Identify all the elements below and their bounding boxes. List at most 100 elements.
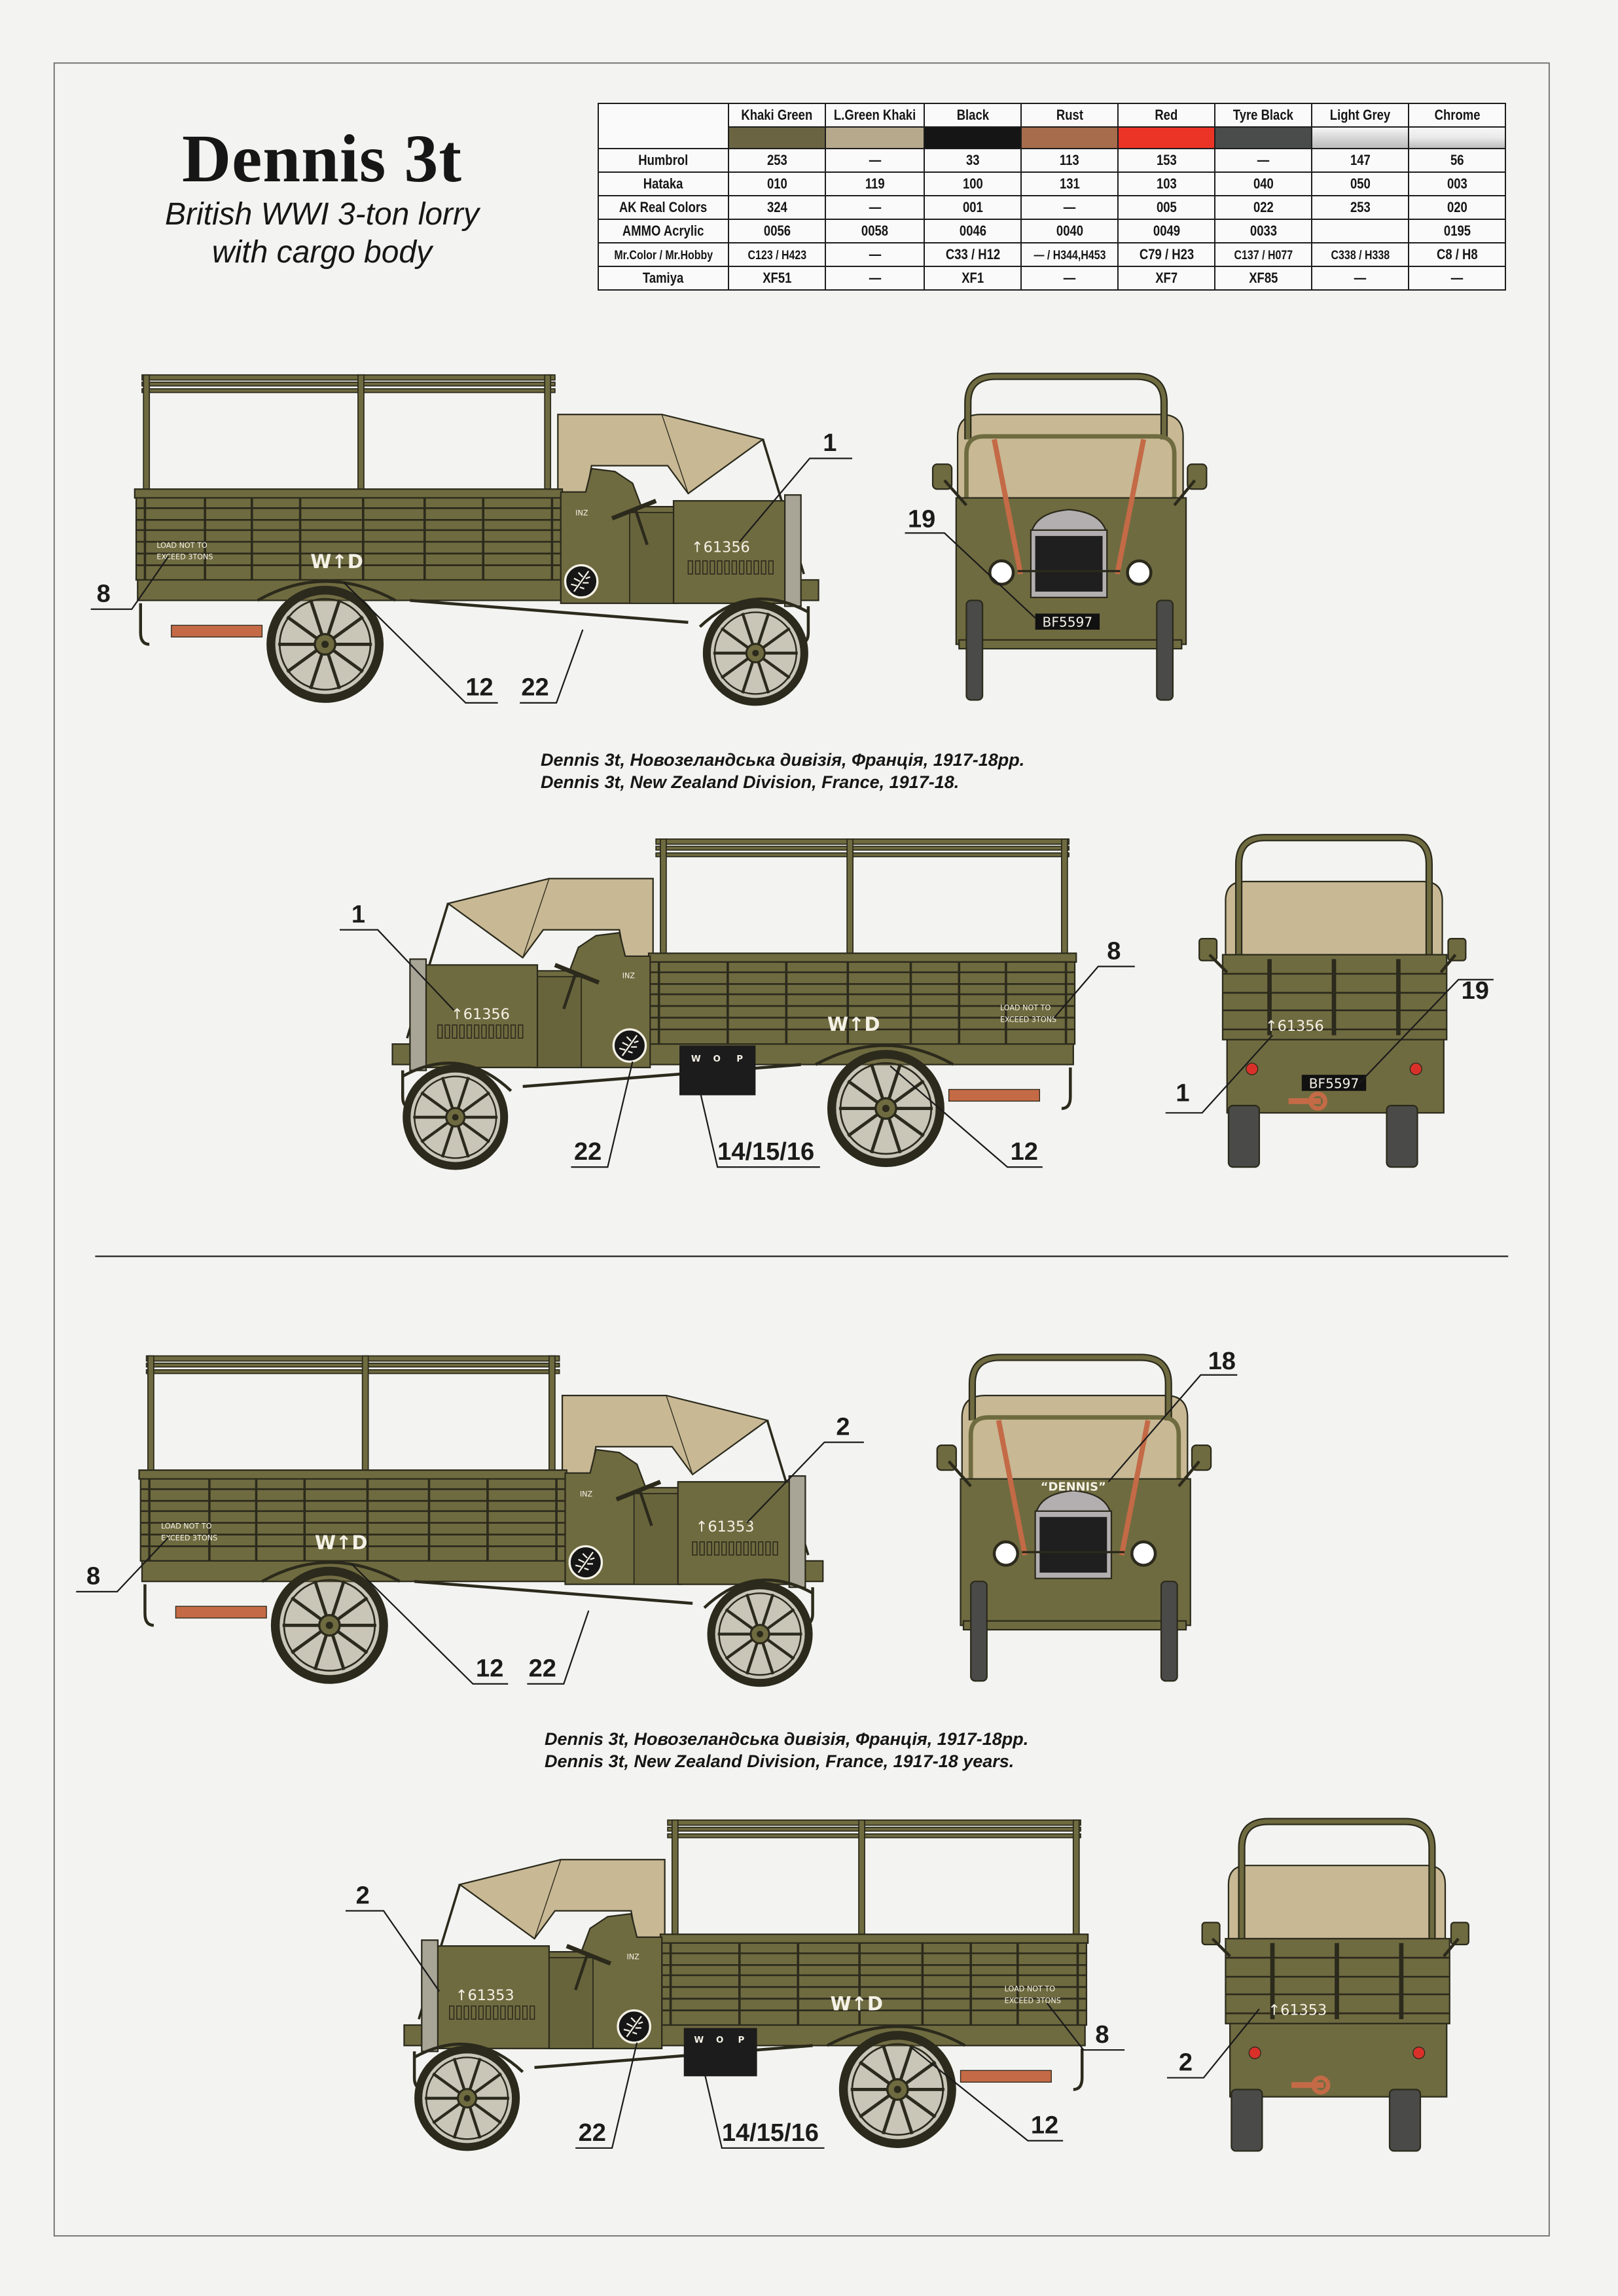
paint-code: 0033 [1249,223,1277,239]
paint-code-cell: XF7 [1117,266,1216,291]
column-header: Chrome [1408,103,1507,128]
paint-code: 103 [1156,175,1177,192]
paint-code-cell: — [824,266,926,291]
load-marking-line2: EXCEED 3TONS [1000,1016,1056,1024]
scheme-2-front-view: “DENNIS” 18 [937,1348,1238,1681]
column-header: Khaki Green [728,103,826,128]
paint-code: — [869,152,881,168]
inz-marking: INZ [580,1490,593,1498]
paint-code: 0046 [959,223,986,239]
callout-number: 8 [1095,2021,1109,2049]
truck-side-drawing [393,839,1077,1166]
color-swatch [924,126,1022,149]
color-swatch [1117,126,1216,149]
wd-marking: W↑D [315,1532,368,1554]
column-name: L.Green Khaki [833,107,916,123]
paint-code-cell: 003 [1408,171,1507,196]
paint-code: 005 [1156,199,1177,215]
truck-front-drawing [937,1357,1211,1681]
paint-code: — [1257,152,1270,168]
column-header: Light Grey [1311,103,1410,128]
load-marking-line1: LOAD NOT TO [156,541,207,550]
paint-code-cell: — [1311,266,1410,291]
paint-reference-table: Khaki Green L.Green Khaki Black Rust Red… [598,103,1507,291]
paint-code: 0195 [1443,223,1471,239]
column-header: Red [1117,103,1216,128]
wop-letter: P [738,2036,745,2045]
paint-code: — [869,270,881,286]
wop-letter: W [694,2036,704,2045]
table-header-row: Khaki Green L.Green Khaki Black Rust Red… [598,103,1507,149]
paint-code-cell: 253 [728,148,826,173]
paint-code-cell: 0033 [1214,219,1313,243]
paint-code: 253 [766,152,787,168]
callout-number: 12 [476,1655,503,1683]
paint-code-cell: C137 / H077 [1214,242,1313,267]
column-name: Red [1155,107,1178,123]
truck-rear-drawing [1199,838,1465,1167]
paint-code: 253 [1350,199,1371,215]
brand-label: Humbrol [638,152,689,168]
wd-marking: W↑D [830,1993,883,2015]
serial-number: ↑61356 [1265,1018,1324,1035]
paint-code-cell: XF85 [1214,266,1313,291]
subtitle-line-1: British WWI 3-ton lorry [164,197,480,232]
callout-number: 14/15/16 [722,2119,819,2147]
scheme-1-side-view-left: ↑61356 INZ W↑D LOAD NOT TO EXCEED 3TONS … [340,839,1135,1167]
column-name: Chrome [1434,107,1481,123]
paint-code-cell: — [1020,266,1119,291]
paint-code: 119 [865,175,885,192]
paint-code: 022 [1253,199,1274,215]
paint-code: — [869,246,881,262]
callout-number: 19 [1462,977,1489,1005]
callout-number: 12 [1011,1138,1038,1166]
paint-code: C33 / H12 [945,246,1000,262]
paint-code-cell: 0049 [1117,219,1216,243]
paint-code-cell: 131 [1020,171,1119,196]
brand-name: Tamiya [598,266,729,291]
paint-code: C8 / H8 [1436,246,1478,262]
serial-number: ↑61353 [696,1518,755,1535]
inz-marking: INZ [622,971,636,980]
load-marking-line2: EXCEED 3TONS [156,553,213,562]
callout-number: 22 [574,1138,602,1166]
color-swatch [824,126,926,149]
serial-number: ↑61356 [451,1006,510,1023]
paint-code: 324 [766,199,787,215]
brand-name: AK Real Colors [598,195,729,220]
paint-code-cell [1311,219,1410,243]
scheme-1-rear-view: ↑61356 BF5597 19 1 [1165,838,1494,1167]
paint-code: 001 [962,199,983,215]
paint-code-cell: 050 [1311,171,1410,196]
page-frame [53,62,1550,2237]
paint-code-cell: — [1020,195,1119,220]
scheme-1-caption-en: Dennis 3t, New Zealand Division, France,… [541,772,960,792]
paint-code: 153 [1156,152,1177,168]
column-name: Tyre Black [1233,107,1294,123]
wd-marking: W↑D [310,550,363,573]
paint-code: 0056 [763,223,791,239]
inz-marking: INZ [626,1952,639,1961]
paint-code-cell: 113 [1020,148,1119,173]
serial-number: ↑61353 [456,1987,514,2004]
truck-side-drawing [404,1820,1088,2147]
paint-code-cell: 005 [1117,195,1216,220]
paint-code: 020 [1447,199,1467,215]
paint-code-cell: C123 / H423 [728,242,826,267]
paint-code-cell: C33 / H12 [924,242,1022,267]
callout-number: 2 [836,1413,850,1441]
paint-code: C79 / H23 [1139,246,1194,262]
column-header: L.Green Khaki [824,103,926,128]
wd-marking: W↑D [827,1013,880,1035]
scheme-2-side-view-right: LOAD NOT TO EXCEED 3TONS W↑D ↑61353 INZ … [76,1356,864,1684]
callout-number: 22 [579,2119,606,2147]
paint-code: 113 [1060,152,1080,168]
brand-label: AMMO Acrylic [622,223,704,239]
paint-code-cell: 103 [1117,171,1216,196]
paint-code-cell: 33 [924,148,1022,173]
paint-code: 040 [1253,175,1274,192]
